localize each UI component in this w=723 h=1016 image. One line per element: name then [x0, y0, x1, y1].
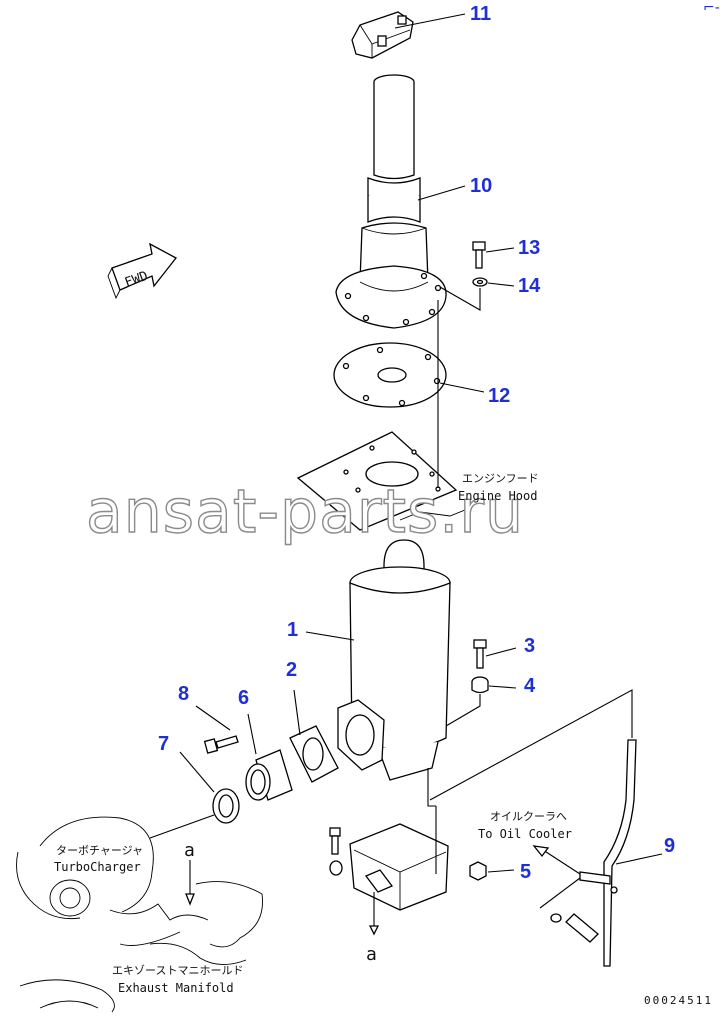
callout-10: 10 [470, 175, 492, 197]
label-manifold-jp: エキゾーストマニホールド [112, 964, 243, 977]
part-13-bolt [472, 241, 515, 269]
label-oil-cooler-en: To Oil Cooler [478, 827, 572, 841]
corner-mark: ⌐- [703, 0, 720, 16]
callout-14: 14 [518, 275, 541, 297]
muffler-bracket [329, 806, 449, 936]
part-3-bolt [473, 639, 517, 669]
callout-8: 8 [178, 683, 189, 705]
part-5-nut [469, 861, 515, 881]
part-8-bolt [195, 705, 239, 754]
ref-line [427, 768, 436, 807]
turbocharger-sketch [16, 816, 209, 946]
part-9-tube [532, 739, 663, 967]
callout-3: 3 [524, 635, 535, 657]
part-7-ring [149, 751, 240, 839]
ref-a-bottom: a [366, 944, 377, 965]
label-engine-hood-en: Engine Hood [458, 489, 537, 503]
drawing-number: 00024511 [644, 994, 713, 1007]
label-manifold-en: Exhaust Manifold [118, 981, 234, 995]
callout-7: 7 [158, 733, 169, 755]
ref-line-oil [429, 689, 633, 801]
part-12-gasket [333, 342, 485, 408]
fwd-arrow: FWD [107, 242, 177, 300]
callout-6: 6 [238, 687, 249, 709]
label-turbo-jp: ターボチャージャ [56, 844, 143, 857]
callout-13: 13 [518, 237, 540, 259]
callout-4: 4 [524, 675, 536, 697]
label-engine-hood-jp: エンジンフード [462, 472, 539, 485]
part-4-spacer [445, 676, 517, 727]
muffler-inlet-flange [337, 699, 385, 771]
exhaust-manifold-sketch [19, 860, 263, 1013]
callout-2: 2 [286, 659, 297, 681]
ref-a-top: a [184, 840, 195, 861]
label-turbo-en: TurboCharger [54, 860, 141, 874]
part-10-exhaust-pipe [335, 74, 466, 329]
part-1-muffler [305, 539, 451, 781]
watermark: ansat-parts.ru [86, 477, 524, 547]
callout-5: 5 [520, 861, 531, 883]
part-6-flange-adapter [245, 713, 293, 801]
label-oil-cooler-jp: オイルクーラへ [490, 810, 567, 823]
callout-12: 12 [488, 385, 510, 407]
callout-9: 9 [664, 835, 675, 857]
callout-11: 11 [470, 3, 491, 25]
part-2-gasket [289, 689, 339, 783]
callout-1: 1 [287, 619, 298, 641]
part-11-rain-cap [351, 11, 466, 59]
part-14-washer [439, 277, 515, 311]
engine-hood-plate [296, 300, 471, 531]
